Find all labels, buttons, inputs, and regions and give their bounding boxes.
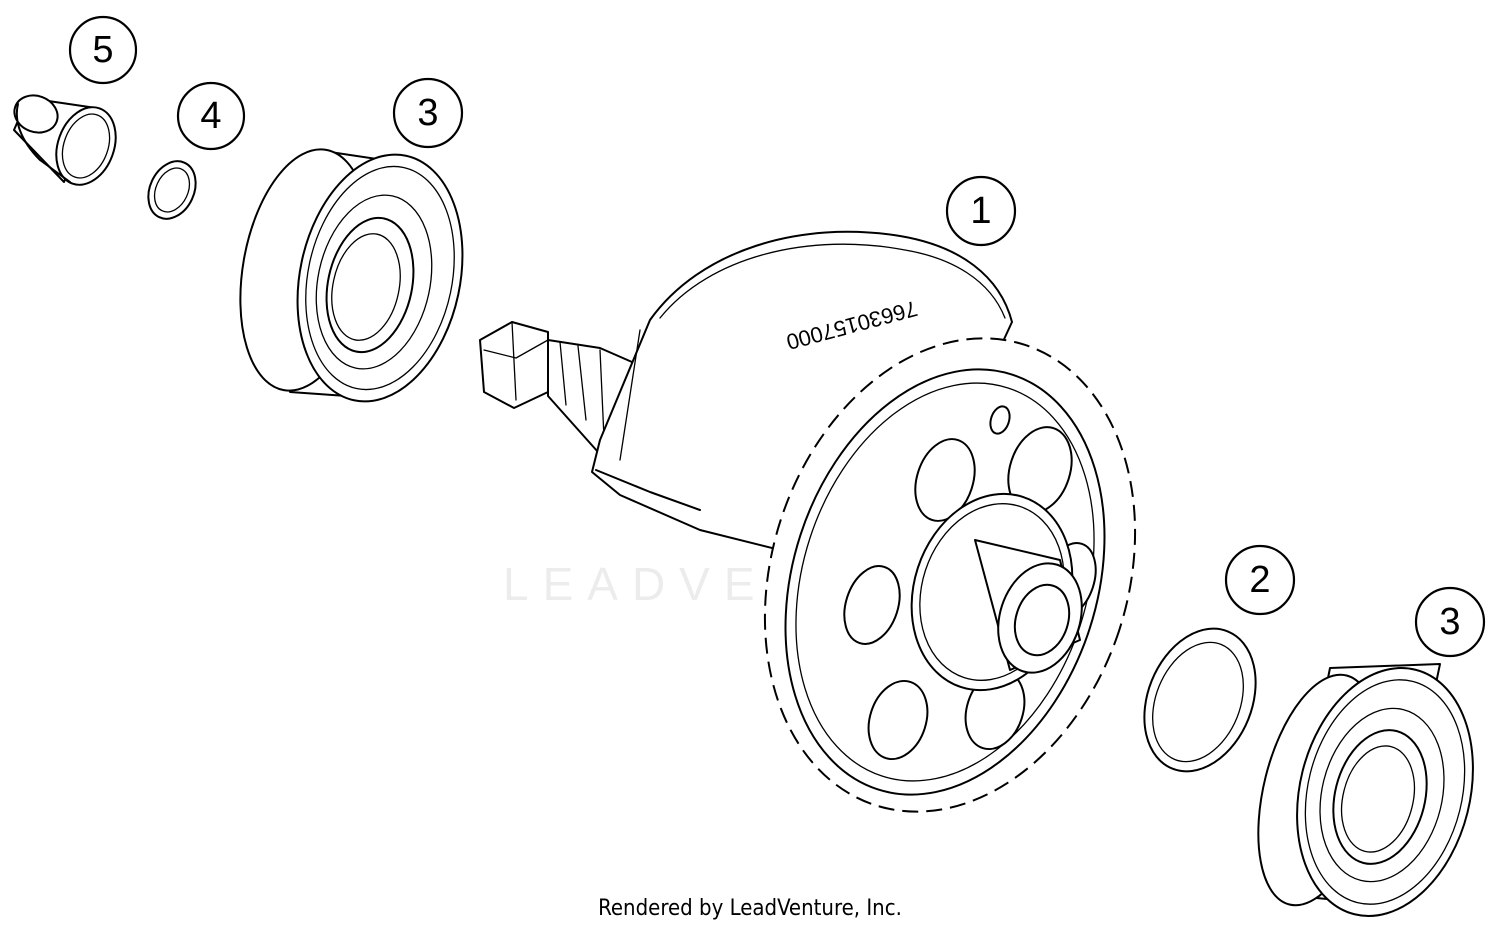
callout-1-label: 1 [970, 190, 991, 232]
part-ring [147, 160, 197, 220]
gear [763, 337, 1137, 813]
callout-3-upper-label: 3 [417, 92, 438, 134]
part-bearing-lower [1257, 663, 1474, 917]
callout-1[interactable]: 1 [945, 175, 1017, 247]
callout-5-label: 5 [92, 29, 113, 71]
part-washer [1143, 627, 1257, 773]
callout-4[interactable]: 4 [176, 81, 246, 151]
part-crankshaft: 76630157000 [479, 230, 1137, 813]
render-credit: Rendered by LeadVenture, Inc. [598, 896, 902, 921]
callout-3-lower-label: 3 [1439, 601, 1460, 643]
callout-3-lower[interactable]: 3 [1414, 586, 1486, 658]
callout-3-upper[interactable]: 3 [392, 77, 464, 149]
callout-5[interactable]: 5 [68, 15, 138, 85]
part-sleeve [13, 94, 117, 186]
callout-2-label: 2 [1249, 559, 1270, 601]
callout-4-label: 4 [200, 95, 221, 137]
callout-2[interactable]: 2 [1224, 544, 1296, 616]
part-bearing-upper [239, 148, 464, 403]
